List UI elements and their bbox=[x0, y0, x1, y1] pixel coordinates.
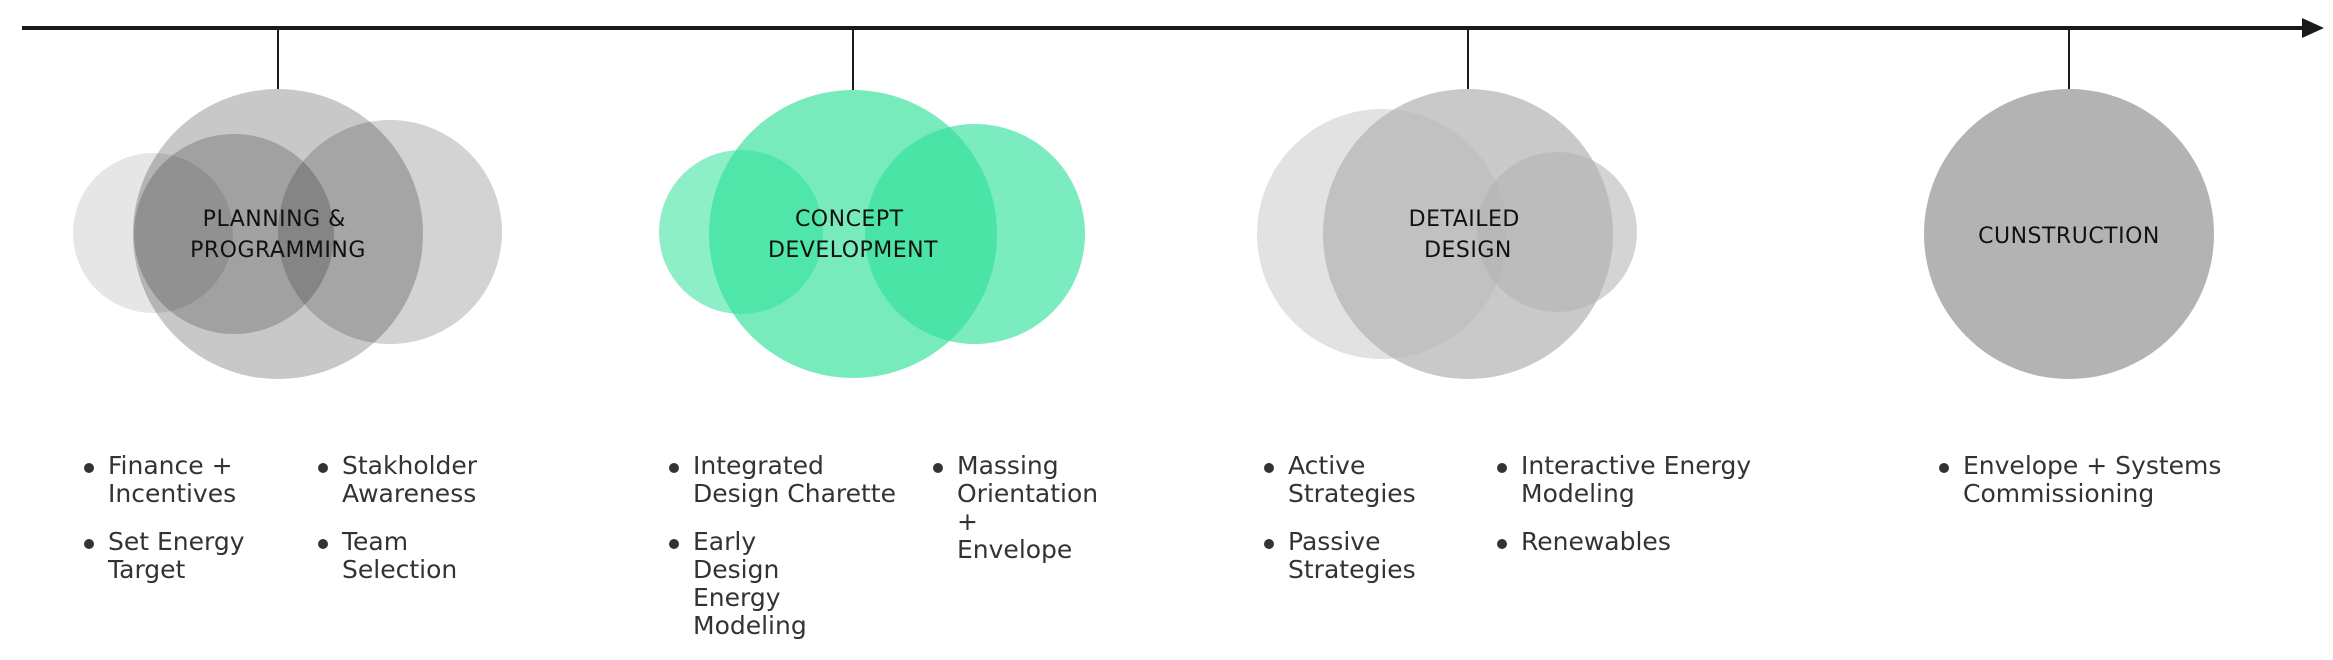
stage-3-circle-small bbox=[1477, 152, 1637, 312]
stage-1-label-line-2: PROGRAMMING bbox=[190, 238, 366, 263]
stage-4-circle bbox=[1924, 89, 2214, 379]
stage-3-bullets-col-2: Interactive Energy Modeling Renewables bbox=[1494, 452, 1754, 576]
stage-2-label: CONCEPT DEVELOPMENT bbox=[768, 207, 938, 263]
list-item: Early Design Energy Modeling bbox=[666, 528, 843, 640]
stage-4-bullets-col-1: Envelope + Systems Commissioning bbox=[1936, 452, 2256, 528]
list-item: Team Selection bbox=[315, 528, 505, 584]
stage-2-label-line-2: DEVELOPMENT bbox=[768, 238, 938, 263]
stage-2-label-line-1: CONCEPT bbox=[795, 207, 904, 232]
list-item: Stakholder Awareness bbox=[315, 452, 505, 508]
stage-3-bullets-col-1: Active Strategies Passive Strategies bbox=[1261, 452, 1431, 604]
stage-2-circle-overlap bbox=[865, 124, 1085, 344]
stage-1-label: PLANNING & PROGRAMMING bbox=[190, 207, 366, 263]
list-item: Set Energy Target bbox=[81, 528, 296, 584]
stage-2-bullets-col-2: Massing Orientation + Envelope bbox=[930, 452, 1098, 584]
stage-3-label-line-1: DETAILED bbox=[1409, 207, 1520, 232]
list-item: Integrated Design Charette bbox=[666, 452, 911, 508]
stage-1-circle-cluster bbox=[73, 89, 502, 379]
list-item: Massing Orientation + Envelope bbox=[930, 452, 1098, 564]
stage-1-bullets-col-1: Finance + Incentives Set Energy Target bbox=[81, 452, 296, 604]
list-item: Active Strategies bbox=[1261, 452, 1431, 508]
list-item: Finance + Incentives bbox=[81, 452, 296, 508]
stage-2-circle-cluster bbox=[659, 90, 1085, 378]
stage-3-circle-cluster bbox=[1257, 89, 1637, 379]
stage-4-label-line-1: CUNSTRUCTION bbox=[1978, 224, 2160, 249]
stage-2-circle-small bbox=[659, 150, 823, 314]
stage-1-label-line-1: PLANNING & bbox=[203, 207, 346, 232]
stage-3-label-line-2: DESIGN bbox=[1424, 238, 1512, 263]
list-item: Envelope + Systems Commissioning bbox=[1936, 452, 2256, 508]
stage-2-bullets-col-1: Integrated Design Charette Early Design … bbox=[666, 452, 911, 660]
list-item: Interactive Energy Modeling bbox=[1494, 452, 1754, 508]
timeline-arrowhead-icon bbox=[2302, 18, 2324, 38]
list-item: Passive Strategies bbox=[1261, 528, 1431, 584]
stage-1-circle-inner bbox=[134, 134, 334, 334]
stage-3-label: DETAILED DESIGN bbox=[1409, 207, 1528, 263]
process-timeline-diagram: PLANNING & PROGRAMMING CONCEPT DEVELOPME… bbox=[22, 18, 2324, 379]
stage-1-bullets-col-2: Stakholder Awareness Team Selection bbox=[315, 452, 505, 604]
list-item: Renewables bbox=[1494, 528, 1754, 556]
stage-4-label: CUNSTRUCTION bbox=[1978, 224, 2160, 249]
